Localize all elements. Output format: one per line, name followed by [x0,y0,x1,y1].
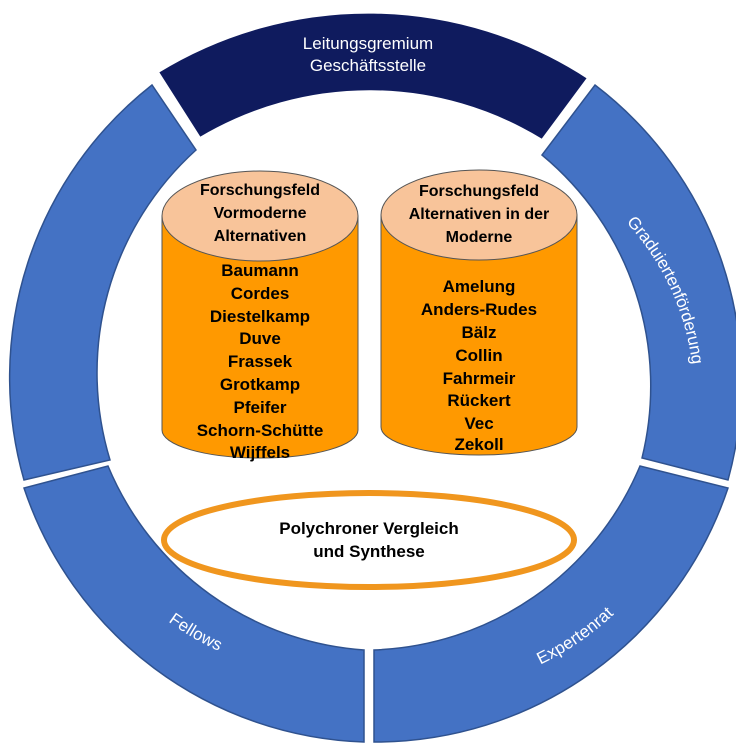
synthesis-ellipse: Polychroner Vergleich und Synthese [161,490,577,590]
member-name: Amelung [443,277,516,296]
cylinder-title-line: Forschungsfeld [200,182,320,199]
synthesis-line2: und Synthese [313,542,424,561]
ring-segment-top [156,11,590,142]
cylinder-body [380,214,578,456]
cylinder-title-line: Forschungsfeld [419,183,539,200]
ring-segment-bottom-right [373,465,729,743]
cylinder-title-line: Moderne [446,229,513,246]
cylinder-vormoderne: Forschungsfeld Vormoderne Alternativen B… [161,170,359,462]
member-name: Fahrmeir [443,369,516,388]
cylinder-title-line: Alternativen in der [409,206,549,223]
member-name: Baumann [221,261,298,280]
synthesis-outline [161,490,577,590]
member-name: Pfeifer [234,398,287,417]
cylinder-body [161,215,359,459]
member-name: Anders-Rudes [421,300,537,319]
member-name: Zekoll [454,435,503,454]
cylinder-top [380,169,578,261]
member-name: Diestelkamp [210,307,310,326]
member-name: Frassek [228,352,293,371]
cylinder-moderne: Forschungsfeld Alternativen in der Moder… [380,169,578,456]
member-name: Vec [464,414,493,433]
member-name: Schorn-Schütte [197,421,324,440]
member-name: Grotkamp [220,375,300,394]
member-name: Duve [239,329,281,348]
member-name: Cordes [231,284,290,303]
member-name: Bälz [462,323,497,342]
ring-segment-left [8,83,197,481]
member-name: Collin [455,346,502,365]
ring-label-top-line2: Geschäftsstelle [310,56,426,75]
cylinder-title-line: Alternativen [214,228,306,245]
ring-segment-bottom-left [23,465,365,743]
member-name: Wijffels [230,443,290,462]
ring-segment-right [540,83,736,481]
ring-label-top-line1: Leitungsgremium [303,34,433,53]
cylinder-top [161,170,359,262]
cylinder-title-line: Vormoderne [213,205,306,222]
synthesis-line1: Polychroner Vergleich [279,519,459,538]
member-name: Rückert [447,391,511,410]
